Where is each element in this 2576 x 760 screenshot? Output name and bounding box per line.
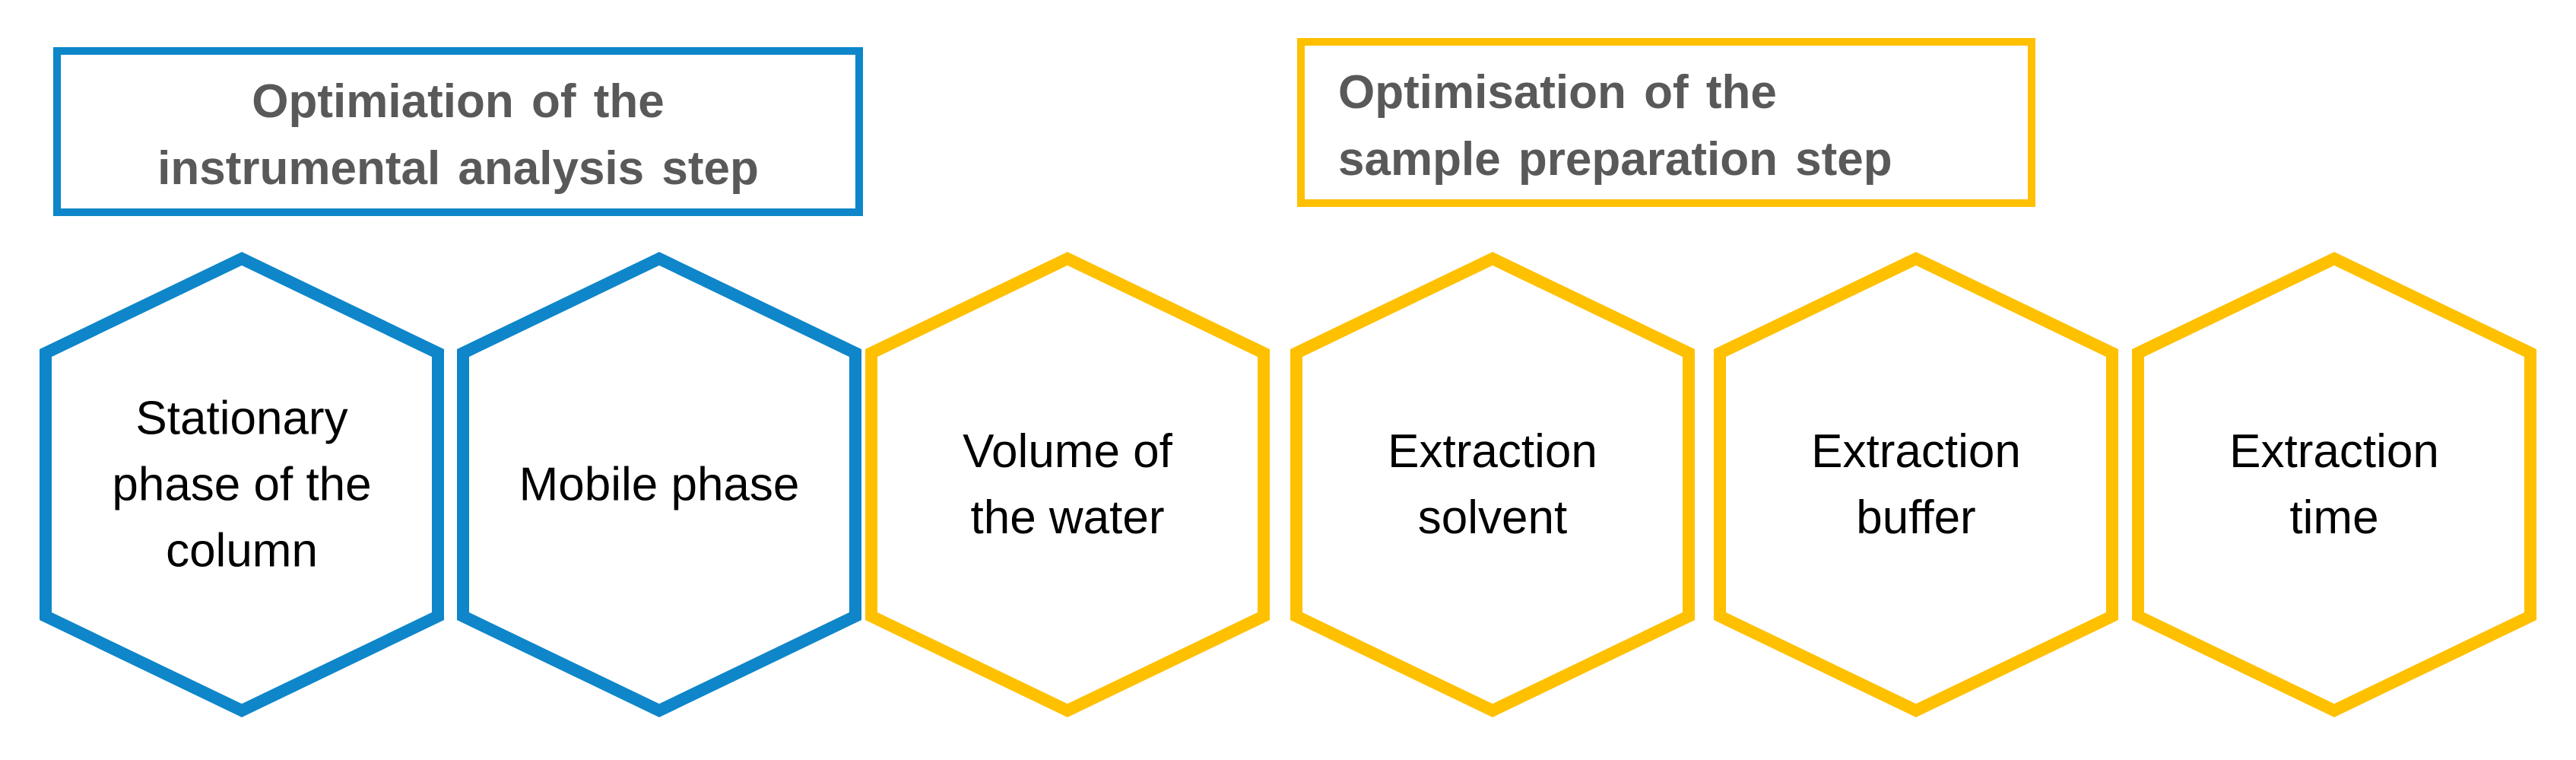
header-box-sample-preparation: Optimisation of the sample preparation s… xyxy=(1297,38,2035,207)
hexagon-label-line: Extraction xyxy=(1388,425,1597,478)
hexagon-2: Mobile phase xyxy=(457,252,861,717)
hexagon-label-line: Mobile phase xyxy=(519,459,800,511)
hexagon-4: Extraction solvent xyxy=(1290,252,1695,717)
hexagon-outline xyxy=(40,252,444,717)
hexagon-outline xyxy=(1290,252,1695,717)
hexagon-outline xyxy=(1714,252,2118,717)
hexagon-outline xyxy=(2132,252,2536,717)
hexagon-label-line: solvent xyxy=(1418,491,1567,544)
header-instrumental-line1: Optimiation of the xyxy=(252,75,665,128)
hexagon-label-line: Volume of xyxy=(963,425,1173,478)
hexagon-label-line: time xyxy=(2289,491,2378,544)
hexagon-3: Volume of the water xyxy=(865,252,1270,717)
header-box-instrumental: Optimiation of the instrumental analysis… xyxy=(53,47,863,216)
hexagon-label-line: phase of the xyxy=(112,459,371,511)
header-instrumental-line2: instrumental analysis step xyxy=(157,142,759,195)
hexagon-label-line: buffer xyxy=(1856,491,1975,544)
header-sample-line1: Optimisation of the xyxy=(1338,66,1777,119)
header-sample-line2: sample preparation step xyxy=(1338,133,1892,186)
hexagon-outline xyxy=(457,252,861,717)
hexagon-outline xyxy=(865,252,1270,717)
hexagon-label-line: Extraction xyxy=(2229,425,2439,478)
hexagon-6: Extraction time xyxy=(2132,252,2536,717)
hexagon-5: Extraction buffer xyxy=(1714,252,2118,717)
hexagon-label-line: Extraction xyxy=(1811,425,2021,478)
hexagon-label-line: column xyxy=(166,525,318,577)
hexagon-1: Stationary phase of the column xyxy=(40,252,444,717)
hexagon-label-line: Stationary xyxy=(135,393,347,445)
hexagon-label-line: the water xyxy=(970,491,1164,544)
